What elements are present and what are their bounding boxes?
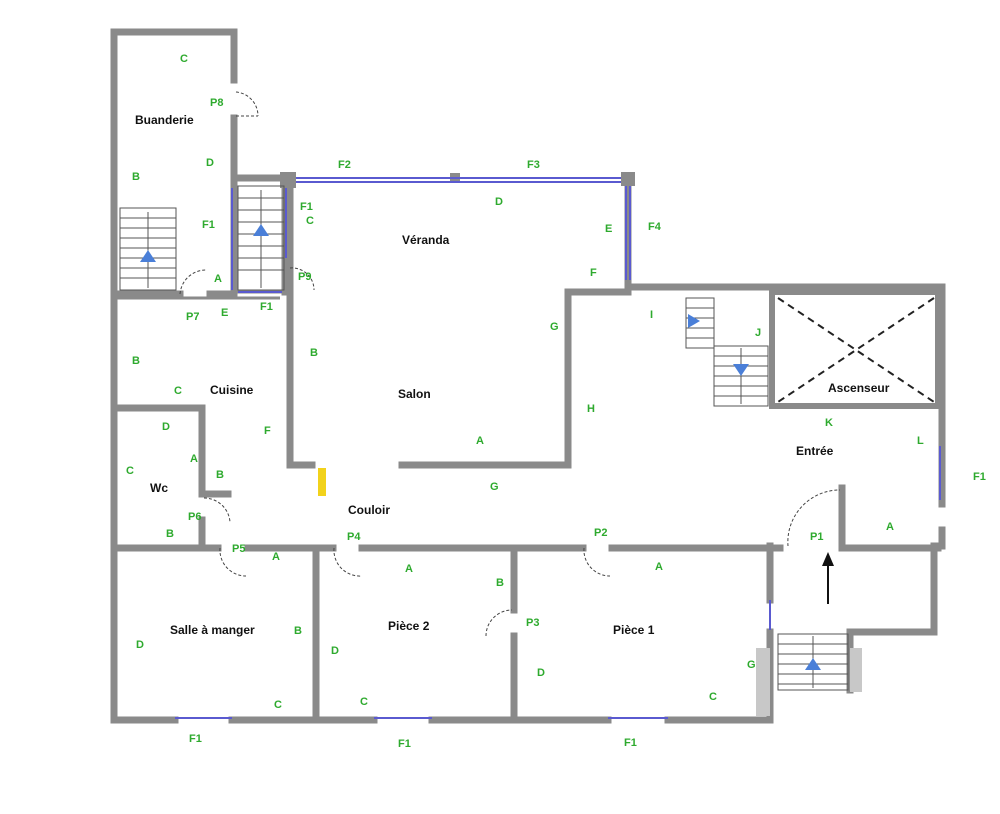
mark: A xyxy=(476,435,484,447)
mark: L xyxy=(917,435,924,447)
windows xyxy=(175,177,941,719)
mark: F xyxy=(264,425,271,437)
mark: G xyxy=(550,321,559,333)
mark: E xyxy=(221,307,228,319)
room-labels: Buanderie Véranda Cuisine Salon Wc Coulo… xyxy=(135,113,890,637)
mark: B xyxy=(496,577,504,589)
stairs-veranda xyxy=(237,185,285,291)
mark: K xyxy=(825,417,833,429)
room-ascenseur: Ascenseur xyxy=(828,381,890,395)
room-couloir: Couloir xyxy=(348,503,390,517)
room-piece-1: Pièce 1 xyxy=(613,623,655,637)
room-veranda: Véranda xyxy=(402,233,450,247)
mark: A xyxy=(886,521,894,533)
mark: D xyxy=(162,421,170,433)
room-entree: Entrée xyxy=(796,444,834,458)
mark: A xyxy=(405,563,413,575)
mark: G xyxy=(490,481,499,493)
door-p8-label: P8 xyxy=(210,97,223,109)
door-p4-label: P4 xyxy=(347,531,361,543)
window-f2-label: F2 xyxy=(338,159,351,171)
right-arrow-icon xyxy=(688,314,700,328)
door-p7-label: P7 xyxy=(186,311,199,323)
mark: F xyxy=(590,267,597,279)
window-f1-label: F1 xyxy=(300,201,313,213)
window-f1-label: F1 xyxy=(398,738,411,750)
mark: B xyxy=(132,171,140,183)
door-p6-label: P6 xyxy=(188,511,201,523)
mark: C xyxy=(360,696,368,708)
mark: D xyxy=(537,667,545,679)
room-buanderie: Buanderie xyxy=(135,113,194,127)
room-salle-a-manger: Salle à manger xyxy=(170,623,255,637)
window-f1-label: F1 xyxy=(189,733,202,745)
mark: A xyxy=(655,561,663,573)
mark: J xyxy=(755,327,761,339)
mark: D xyxy=(495,196,503,208)
mark: I xyxy=(650,309,653,321)
mark: C xyxy=(306,215,314,227)
entrance-arrow-icon xyxy=(822,552,834,604)
mark: C xyxy=(709,691,717,703)
room-salon: Salon xyxy=(398,387,431,401)
door-p2-label: P2 xyxy=(594,527,607,539)
mark: B xyxy=(132,355,140,367)
mark: D xyxy=(136,639,144,651)
wall-marks: C P8 B D F1 A F2 F3 D E F4 F F1 C P9 P7 … xyxy=(126,53,986,750)
up-arrow-icon xyxy=(140,250,156,262)
ascenseur-cross xyxy=(777,297,935,403)
stairs-salon xyxy=(685,297,769,407)
mark: A xyxy=(272,551,280,563)
window-f1-label: F1 xyxy=(260,301,273,313)
mark: D xyxy=(331,645,339,657)
door-p3-label: P3 xyxy=(526,617,539,629)
marker xyxy=(318,468,326,496)
door-p9-label: P9 xyxy=(298,271,311,283)
mark: C xyxy=(180,53,188,65)
up-arrow-icon xyxy=(253,224,269,236)
mark: B xyxy=(166,528,174,540)
mark: C xyxy=(174,385,182,397)
door-p1-label: P1 xyxy=(810,531,823,543)
window-f4-label: F4 xyxy=(648,221,662,233)
mark: H xyxy=(587,403,595,415)
mark: B xyxy=(216,469,224,481)
mark: C xyxy=(126,465,134,477)
down-arrow-icon xyxy=(733,364,749,376)
doors xyxy=(179,91,841,637)
mark: A xyxy=(190,453,198,465)
mark: B xyxy=(310,347,318,359)
mark: C xyxy=(274,699,282,711)
stairs-entree xyxy=(756,633,862,716)
mark: B xyxy=(294,625,302,637)
room-wc: Wc xyxy=(150,481,168,495)
door-p5-label: P5 xyxy=(232,543,245,555)
mark: A xyxy=(214,273,222,285)
window-f1-label: F1 xyxy=(624,737,637,749)
room-cuisine: Cuisine xyxy=(210,383,254,397)
window-f3-label: F3 xyxy=(527,159,540,171)
mark: E xyxy=(605,223,612,235)
window-f1-label: F1 xyxy=(973,471,986,483)
mark: D xyxy=(206,157,214,169)
up-arrow-icon xyxy=(805,658,821,670)
room-piece-2: Pièce 2 xyxy=(388,619,430,633)
stairs-buanderie xyxy=(119,207,177,291)
mark: G xyxy=(747,659,756,671)
window-f1-label: F1 xyxy=(202,219,215,231)
